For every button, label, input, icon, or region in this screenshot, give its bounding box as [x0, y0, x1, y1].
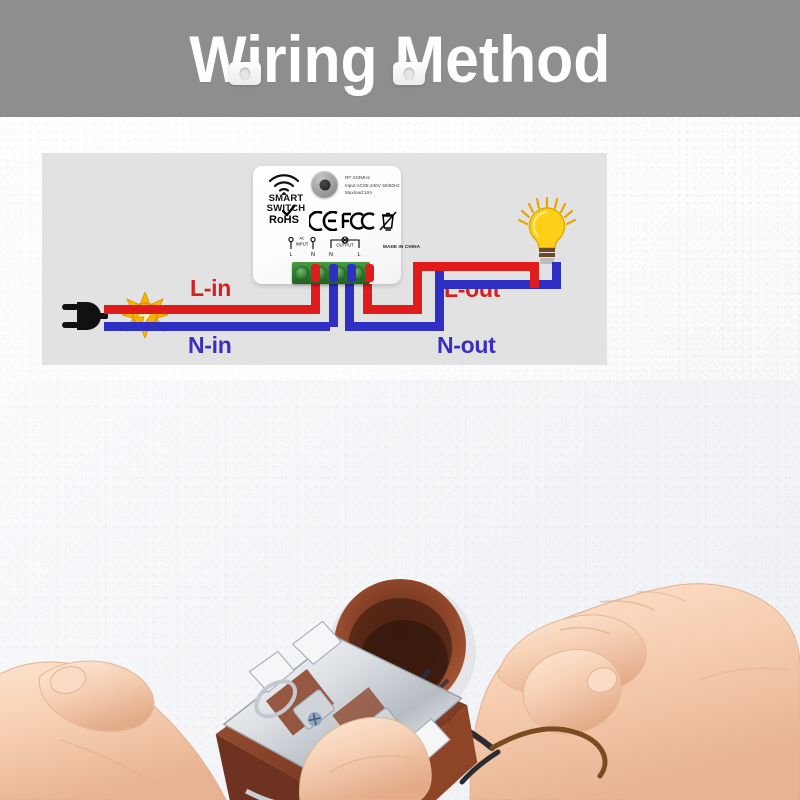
wire-live-in-horizontal — [104, 305, 320, 314]
label-n-out: N-out — [437, 332, 496, 358]
left-hand — [0, 660, 432, 800]
device-spec-text: RF:433MHz Input:AC85-240V 50/60Hz Maxloa… — [345, 174, 401, 197]
wire-neutral-out-riser — [345, 278, 354, 327]
plug-icon — [62, 302, 108, 330]
wire-neutral-out-to-bulb — [435, 262, 444, 331]
label-l-in: L-in — [190, 275, 231, 301]
screw-hole-left — [239, 67, 251, 80]
svg-text:N: N — [329, 252, 333, 258]
spec-rf: RF:433MHz — [345, 175, 370, 180]
spec-maxload: Maxload:10A — [345, 190, 373, 196]
lightning-bolt-icon — [122, 292, 168, 338]
svg-text:OUTPUT: OUTPUT — [336, 242, 354, 247]
wire-stub-live-in — [311, 264, 320, 282]
wire-stub-neutral-in — [329, 264, 338, 282]
pairing-button[interactable] — [311, 171, 338, 198]
ce-mark-icon — [309, 211, 338, 231]
photo-illustration — [0, 576, 800, 800]
wire-neutral-in-horizontal — [104, 322, 330, 331]
fcc-mark-icon — [341, 212, 375, 230]
mounting-tab-left — [229, 62, 261, 85]
svg-text:L: L — [358, 252, 361, 258]
terminal-port-1 — [295, 266, 309, 280]
svg-text:N: N — [311, 252, 315, 258]
screw-hole-right — [403, 67, 415, 80]
svg-text:INPUT: INPUT — [296, 242, 309, 247]
svg-text:L: L — [290, 252, 293, 258]
rohs-label: RoHS — [269, 214, 299, 226]
wire-stub-neutral-out — [347, 264, 356, 282]
light-bulb-icon — [517, 196, 577, 264]
bulb-lead-neutral — [552, 262, 561, 288]
page-header: Wiring Method — [0, 0, 800, 117]
bulb-branch-neutral-horizontal — [435, 280, 561, 289]
mounting-tab-right — [393, 62, 425, 85]
certification-marks — [309, 211, 397, 231]
wire-neutral-out-horizontal — [345, 322, 444, 331]
weee-bin-icon — [379, 211, 397, 231]
wire-stub-live-out — [365, 264, 374, 282]
label-n-in: N-in — [188, 332, 232, 358]
wifi-icon — [268, 174, 300, 195]
right-hand — [469, 583, 800, 800]
bulb-branch-live-horizontal — [413, 262, 539, 271]
svg-text:AC: AC — [300, 237, 305, 241]
spec-input: Input:AC85-240V 50/60Hz — [345, 182, 400, 188]
wire-neutral-in-riser — [329, 278, 338, 327]
installation-photo — [0, 380, 800, 800]
origin-label: MADE IN CHINA — [383, 244, 421, 249]
terminal-legend: AC INPUT L N OUTPUT N L — [288, 236, 361, 258]
